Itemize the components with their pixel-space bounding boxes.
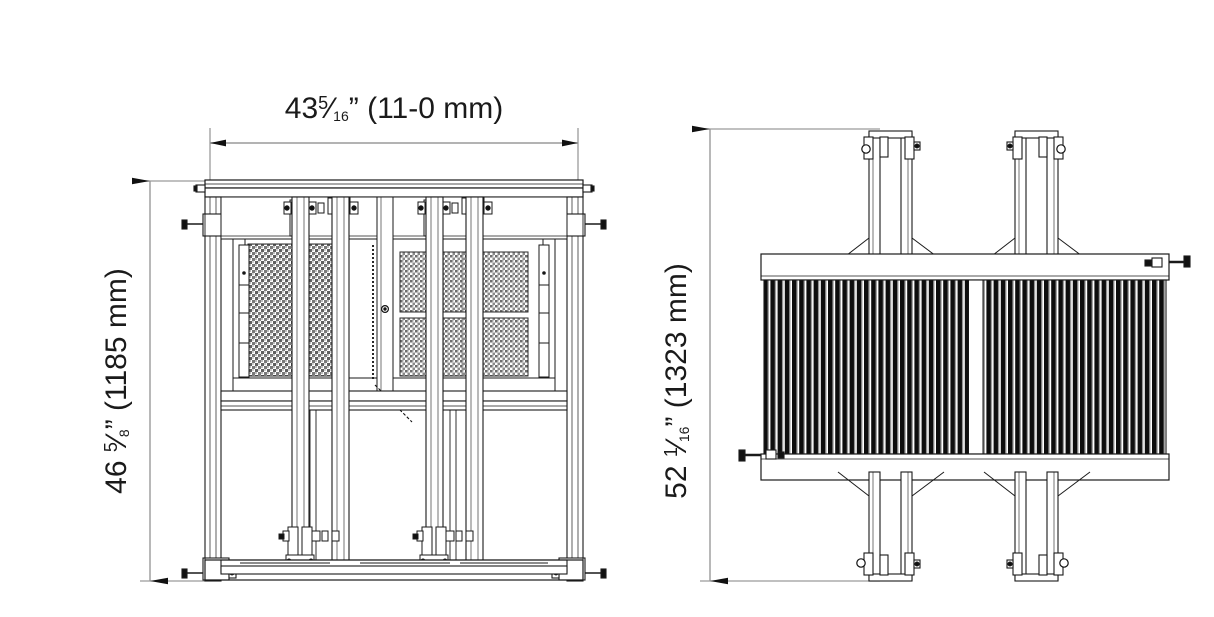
radiator-fin-bank-left (763, 279, 970, 455)
radiator-fin-bank-right (982, 279, 1167, 455)
svg-text:52 1⁄16” (1323 mm): 52 1⁄16” (1323 mm) (660, 263, 693, 499)
vertical-column-1 (291, 196, 310, 563)
height-right-frac-den: 16 (676, 426, 692, 442)
width-frac-den: 16 (333, 108, 349, 124)
top-rail-end-fitting-right (582, 184, 595, 193)
fin-center-gap (969, 280, 983, 454)
vertical-column-2 (331, 196, 350, 563)
height-left-whole: 46 (100, 460, 133, 493)
height-right-frac-num: 1 (661, 447, 681, 457)
top-rail-end-fitting-left (193, 184, 206, 193)
lower-gussets (837, 471, 1091, 497)
outlet-stud-bottom-left (738, 449, 785, 462)
width-inch-mark: ” (349, 92, 359, 125)
height-left-inch-mark: ” (100, 419, 133, 429)
height-right-inch-mark: ” (660, 417, 693, 427)
height-right-whole: 52 (660, 465, 693, 498)
center-divider-post (372, 196, 394, 398)
width-frac-num: 5 (318, 93, 328, 113)
inner-side-plate-right (538, 244, 550, 378)
inner-side-plate-left (238, 244, 250, 378)
width-whole: 43 (285, 92, 318, 125)
dimension-width-label: 435⁄16” (11-0 mm) (285, 92, 503, 125)
upper-post-pair-right (1006, 130, 1066, 264)
radiator-bottom-header (760, 453, 1170, 481)
svg-text:46 5⁄8” (1185 mm): 46 5⁄8” (1185 mm) (100, 268, 133, 494)
inlet-stud-top-right (1144, 255, 1191, 268)
lower-post-pair-right (1006, 471, 1069, 582)
vertical-column-3 (425, 196, 444, 563)
dimension-height-right (692, 125, 880, 585)
inner-top-beam (220, 196, 568, 240)
radiator-top-header (760, 253, 1170, 281)
right-view-assembly (738, 130, 1191, 582)
vertical-column-4 (465, 196, 484, 563)
dimension-height-left-label: 46 5⁄8” (1185 mm) (100, 268, 133, 494)
frame-post-outer-right (566, 196, 584, 582)
frame-post-outer-left (204, 196, 222, 582)
height-left-metric: (1185 mm) (100, 268, 133, 411)
height-left-frac-num: 5 (101, 442, 121, 452)
svg-text:435⁄16” (11-0 mm): 435⁄16” (11-0 mm) (285, 92, 503, 125)
top-rail (204, 179, 584, 198)
dimension-height-left (132, 177, 205, 585)
lower-post-pair-left (856, 471, 921, 582)
mesh-panel-right (399, 251, 529, 377)
left-view-assembly (181, 179, 607, 582)
height-left-frac-den: 8 (116, 429, 132, 437)
width-metric: (11-0 mm) (367, 92, 503, 125)
dimension-height-right-label: 52 1⁄16” (1323 mm) (660, 263, 693, 499)
height-right-metric: (1323 mm) (660, 263, 693, 408)
lower-cross-beam (220, 390, 568, 411)
